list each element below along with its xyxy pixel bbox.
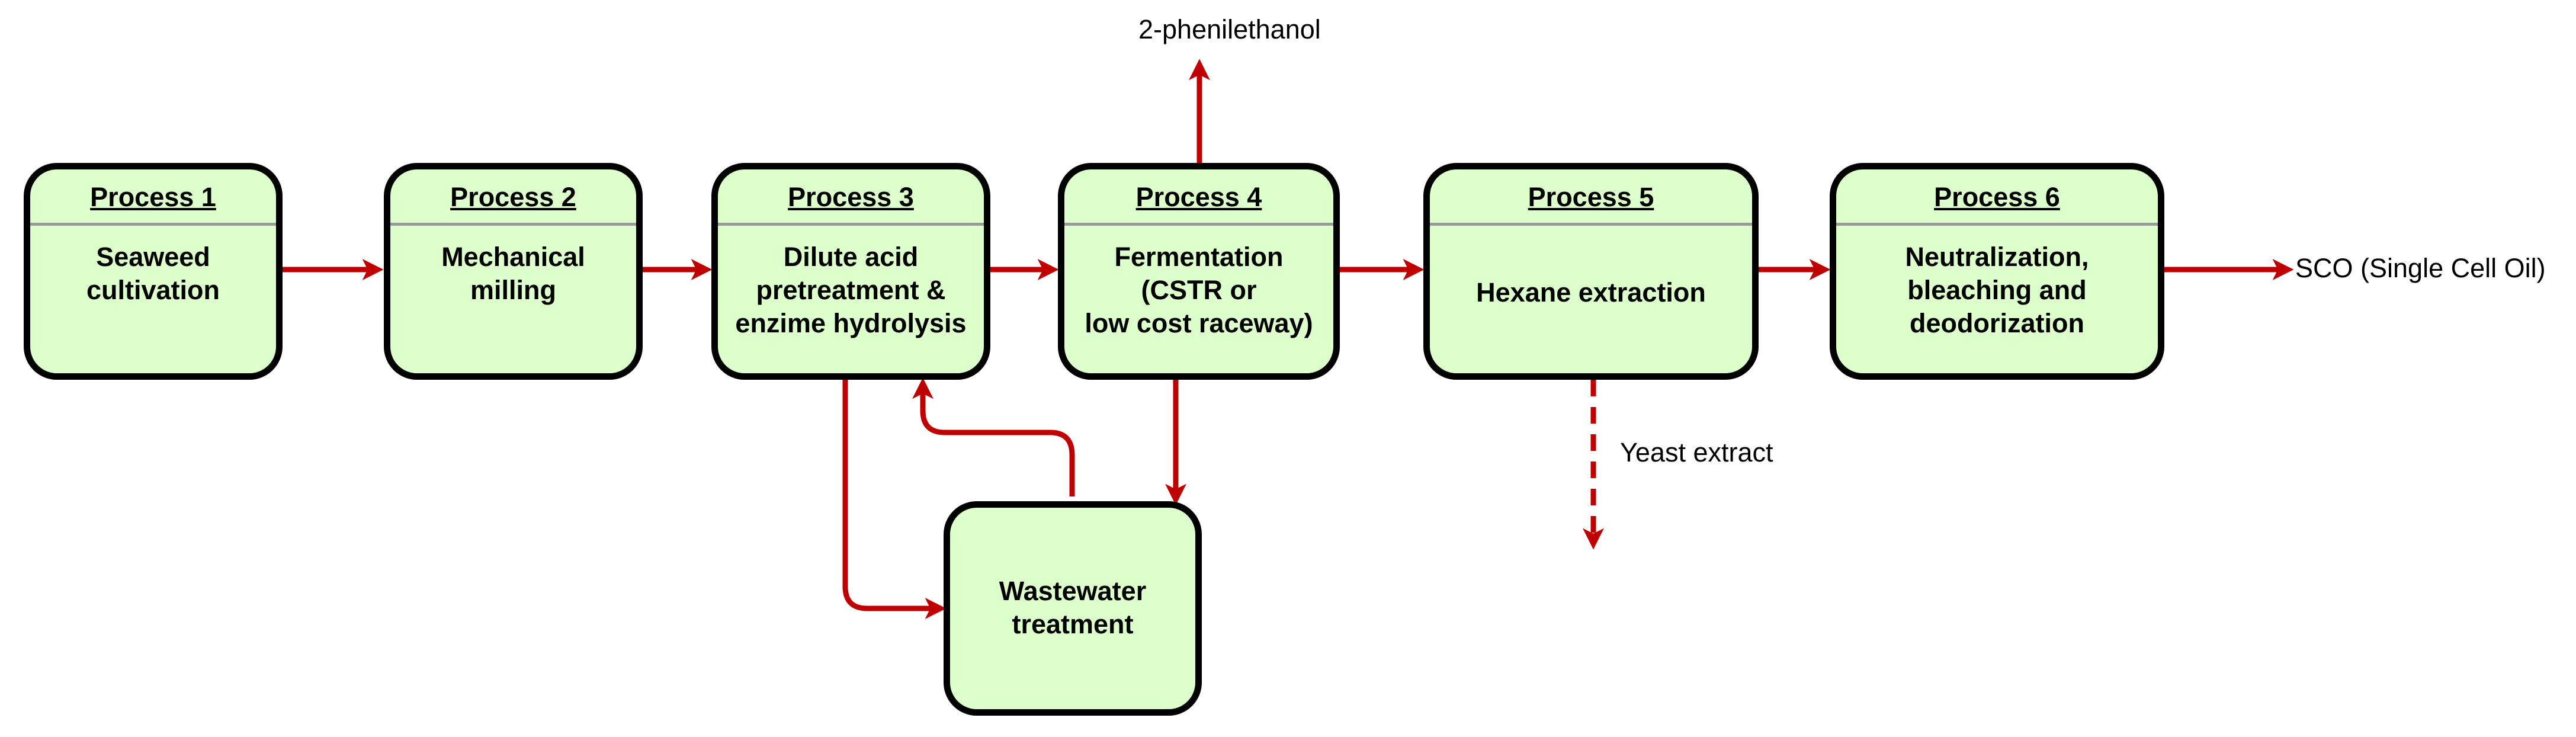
- process-6-divider: [1836, 223, 2158, 226]
- process-5-title: Process 5: [1528, 182, 1654, 212]
- process-4-divider: [1064, 223, 1333, 226]
- process-1-divider: [30, 223, 276, 226]
- process-3-title: Process 3: [788, 182, 914, 212]
- byproduct-label: 2-phenilethanol: [1138, 14, 1321, 44]
- process-4-description: Fermentation (CSTR or low cost raceway): [1085, 242, 1313, 338]
- process-2-description: Mechanical milling: [441, 242, 585, 305]
- wastewater-treatment-box: Wastewater treatment: [944, 501, 1202, 716]
- process-4-box: Process 4 Fermentation (CSTR or low cost…: [1058, 163, 1340, 380]
- process-3-divider: [718, 223, 984, 226]
- process-2-box: Process 2 Mechanical milling: [384, 163, 643, 380]
- arrow-wastewater-to-p3: [912, 377, 1075, 496]
- process-1-title: Process 1: [90, 182, 216, 212]
- process-3-description: Dilute acid pretreatment & enzime hydrol…: [735, 242, 967, 338]
- process-3-box: Process 3 Dilute acid pretreatment & enz…: [711, 163, 990, 380]
- process-6-title: Process 6: [1934, 182, 2060, 212]
- process-1-description: Seaweed cultivation: [86, 242, 220, 305]
- product-output-label: SCO (Single Cell Oil): [2295, 253, 2546, 283]
- arrow-p3-to-wastewater: [842, 380, 947, 619]
- process-5-description: Hexane extraction: [1476, 277, 1706, 307]
- process-2-divider: [390, 223, 636, 226]
- wastewater-treatment-description: Wastewater treatment: [999, 576, 1147, 639]
- process-6-description: Neutralization, bleaching and deodorizat…: [1905, 242, 2089, 338]
- process-5-box: Process 5 Hexane extraction: [1423, 163, 1759, 380]
- process-1-box: Process 1 Seaweed cultivation: [24, 163, 283, 380]
- process-2-title: Process 2: [450, 182, 576, 212]
- process-4-title: Process 4: [1135, 182, 1262, 212]
- yeast-extract-label: Yeast extract: [1620, 437, 1773, 467]
- process-6-box: Process 6 Neutralization, bleaching and …: [1830, 163, 2164, 380]
- process-5-divider: [1430, 223, 1752, 226]
